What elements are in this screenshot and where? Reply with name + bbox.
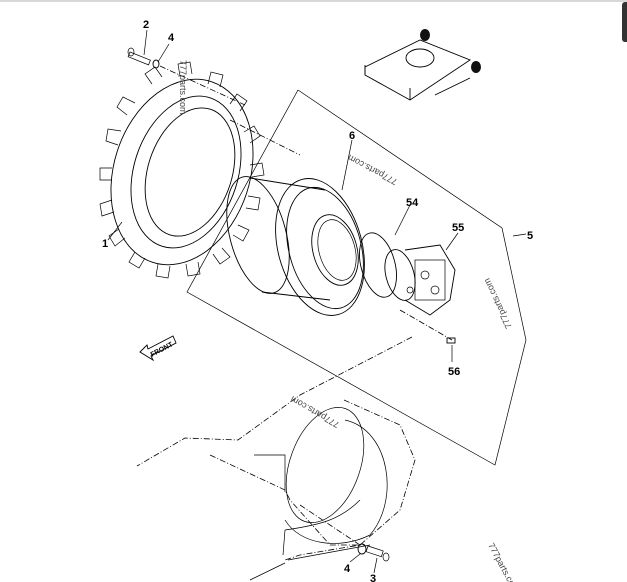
leader-4-top [157, 43, 170, 63]
callout-1: 1 [102, 238, 108, 250]
callout-55: 55 [452, 222, 464, 234]
callout-5: 5 [527, 230, 533, 242]
callout-54: 54 [406, 197, 419, 209]
washer-bottom [357, 543, 367, 555]
callout-4-bottom: 4 [344, 563, 351, 575]
motor-bolt [446, 337, 456, 344]
watermark: 777parts.com [289, 394, 341, 430]
watermark: 777parts.com [178, 60, 188, 115]
leader-3 [373, 557, 378, 574]
callout-3: 3 [370, 573, 376, 582]
callout-2: 2 [143, 19, 149, 31]
front-arrow: FRONT [139, 335, 177, 362]
leader-5 [512, 233, 527, 237]
callout-4-top: 4 [168, 32, 175, 44]
bolt-top [127, 47, 151, 66]
motor-bracket [364, 29, 481, 101]
leader-54 [394, 204, 411, 236]
watermark: 777parts.com [482, 277, 514, 331]
leader-4-bottom [349, 553, 361, 563]
watermark: 777parts.com [346, 153, 399, 187]
travel-reduction-gear [226, 176, 365, 316]
top-border [0, 0, 627, 2]
leader-6 [341, 139, 353, 191]
watermark: 777parts.co [486, 541, 517, 582]
callout-6: 6 [349, 130, 355, 142]
bolt-bottom [365, 545, 390, 562]
assembly-outline [186, 89, 527, 466]
washer-top [152, 59, 160, 69]
leader-1 [107, 221, 123, 241]
callout-56: 56 [448, 366, 460, 378]
travel-motor [384, 244, 456, 316]
o-ring [359, 232, 397, 298]
sprocket [99, 61, 265, 279]
leader-2 [143, 29, 148, 56]
leader-55 [445, 232, 459, 251]
track-frame [136, 336, 416, 581]
front-label: FRONT [150, 341, 175, 359]
scrollbar[interactable] [622, 2, 627, 42]
